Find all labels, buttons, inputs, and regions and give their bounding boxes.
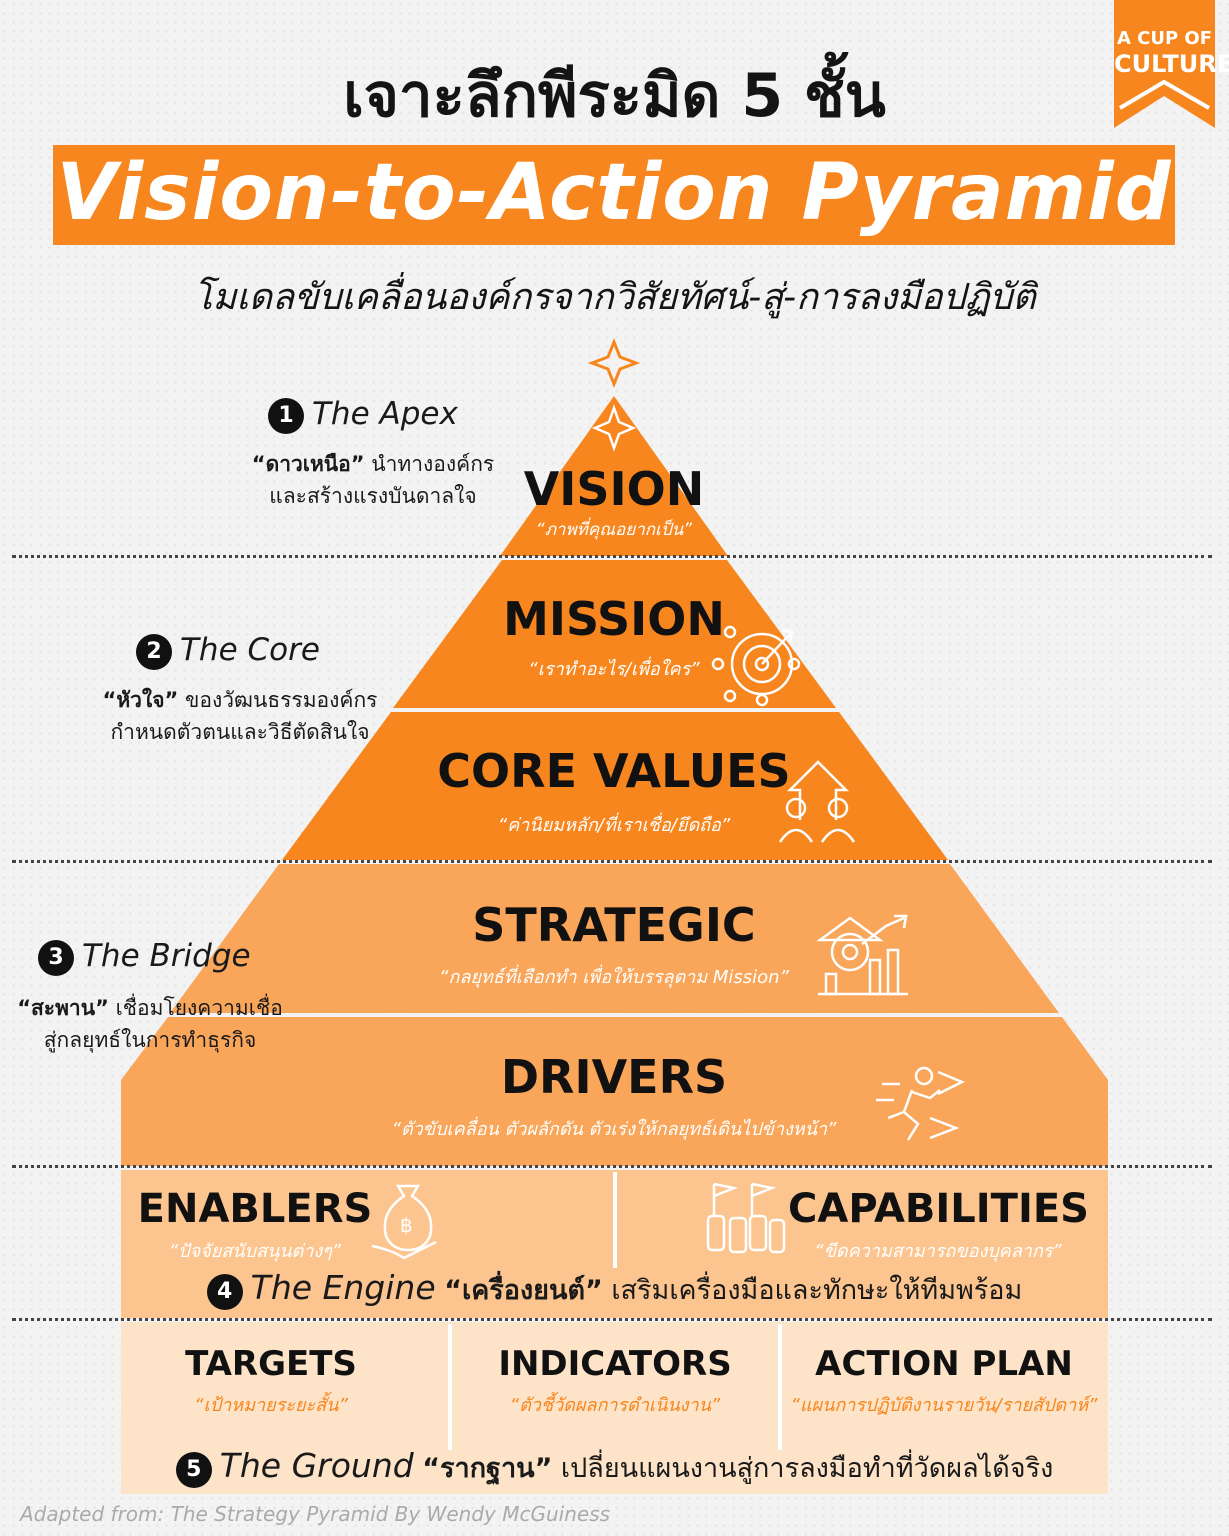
section-engine-name: The Engine — [250, 1268, 436, 1307]
section-engine-desc: เสริมเครื่องมือและทักษะให้ทีมพร้อม — [602, 1275, 1023, 1306]
brand-logo: A CUP OF CULTURE — [1114, 0, 1229, 128]
section-apex-name: The Apex — [312, 396, 458, 432]
sparkle-icon — [587, 337, 641, 389]
money-bag-hand-icon: ฿ — [371, 1184, 437, 1260]
section-apex-desc: “ดาวเหนือ” นำทางองค์กรและสร้างแรงบันดาลใ… — [251, 452, 495, 508]
section-core-desc: “หัวใจ” ของวัฒนธรรมองค์กรกำหนดตัวตนและวิ… — [102, 688, 378, 744]
action-plan-subtitle: “แผนการปฏิบัติงานรายวัน/รายสัปดาห์” — [790, 1395, 1098, 1416]
mission-subtitle: “เราทำอะไร/เพื่อใคร” — [528, 659, 700, 680]
action-plan-title: ACTION PLAN — [815, 1344, 1073, 1384]
section-bridge-name: The Bridge — [82, 938, 251, 974]
core-values-subtitle: “ค่านิยมหลัก/ที่เราเชื่อ/ยึดถือ” — [497, 815, 731, 836]
sparkle-icon-apex — [591, 404, 637, 452]
svg-text:฿: ฿ — [400, 1213, 413, 1237]
section-core-name: The Core — [180, 632, 320, 668]
separator-line — [12, 555, 1212, 558]
strategic-subtitle: “กลยุทธ์ที่เลือกทำ เพื่อให้บรรลุตาม Miss… — [439, 967, 789, 988]
logo-ribbon-icon — [1114, 0, 1215, 128]
step-number-4: 4 — [206, 1273, 243, 1310]
gear-growth-chart-icon — [816, 914, 908, 996]
mission-title: MISSION — [503, 592, 725, 646]
people-growth-icon — [778, 760, 856, 843]
enablers-title: ENABLERS — [137, 1186, 373, 1232]
enablers-subtitle: “ปัจจัยสนับสนุนต่างๆ” — [168, 1241, 342, 1262]
separator-line — [12, 1318, 1212, 1321]
section-engine-bold: “เครื่องยนต์” — [444, 1275, 603, 1306]
section-ground-desc: เปลี่ยนแผนงานสู่การลงมือทำที่วัดผลได้จริ… — [552, 1453, 1054, 1484]
strategic-title: STRATEGIC — [472, 898, 756, 952]
targets-title: TARGETS — [185, 1344, 357, 1384]
title-band — [53, 145, 1175, 245]
targets-subtitle: “เป้าหมายระยะสั้น” — [194, 1395, 348, 1416]
target-icon — [711, 625, 801, 707]
mission-layer-shape — [393, 560, 836, 708]
page-title-english: Vision-to-Action Pyramid — [56, 148, 1172, 238]
indicators-title: INDICATORS — [498, 1344, 732, 1384]
source-credit: Adapted from: The Strategy Pyramid By We… — [20, 1502, 611, 1526]
raised-hands-flags-icon — [706, 1182, 786, 1254]
page-title-thai: เจาะลึกพีระมิด 5 ชั้น — [343, 61, 886, 131]
logo-line2: CULTURE — [1114, 50, 1229, 78]
vision-subtitle: “ภาพที่คุณอยากเป็น” — [535, 520, 693, 540]
indicators-subtitle: “ตัวชี้วัดผลการดำเนินงาน” — [509, 1395, 721, 1416]
drivers-layer-shape — [121, 1017, 1108, 1166]
step-number-3: 3 — [38, 939, 74, 976]
section-ground-name: The Ground — [219, 1446, 414, 1485]
logo-line1: A CUP OF — [1116, 28, 1213, 49]
running-person-icon — [876, 1066, 966, 1141]
ground-layer-shape — [121, 1322, 1108, 1494]
separator-line — [12, 1165, 1212, 1168]
page-subtitle: โมเดลขับเคลื่อนองค์กรจากวิสัยทัศน์-สู่-ก… — [193, 277, 1036, 318]
capabilities-title: CAPABILITIES — [788, 1186, 1089, 1232]
core-values-layer-shape — [282, 712, 948, 860]
vision-title: VISION — [523, 462, 705, 516]
drivers-subtitle: “ตัวขับเคลื่อน ตัวผลักดัน ตัวเร่งให้กลยุ… — [391, 1119, 837, 1140]
step-number-2: 2 — [136, 633, 172, 670]
separator-line — [12, 860, 1212, 863]
step-number-1: 1 — [268, 397, 304, 434]
section-ground-bold: “รากฐาน” — [422, 1453, 553, 1484]
step-number-5: 5 — [175, 1451, 212, 1488]
drivers-title: DRIVERS — [500, 1050, 728, 1104]
core-values-title: CORE VALUES — [437, 744, 791, 798]
capabilities-subtitle: “ขีดความสามารถของบุคลากร” — [814, 1241, 1062, 1262]
vision-layer-shape — [500, 396, 728, 556]
section-bridge-desc: “สะพาน” เชื่อมโยงความเชื่อสู่กลยุทธ์ในกา… — [17, 996, 283, 1052]
